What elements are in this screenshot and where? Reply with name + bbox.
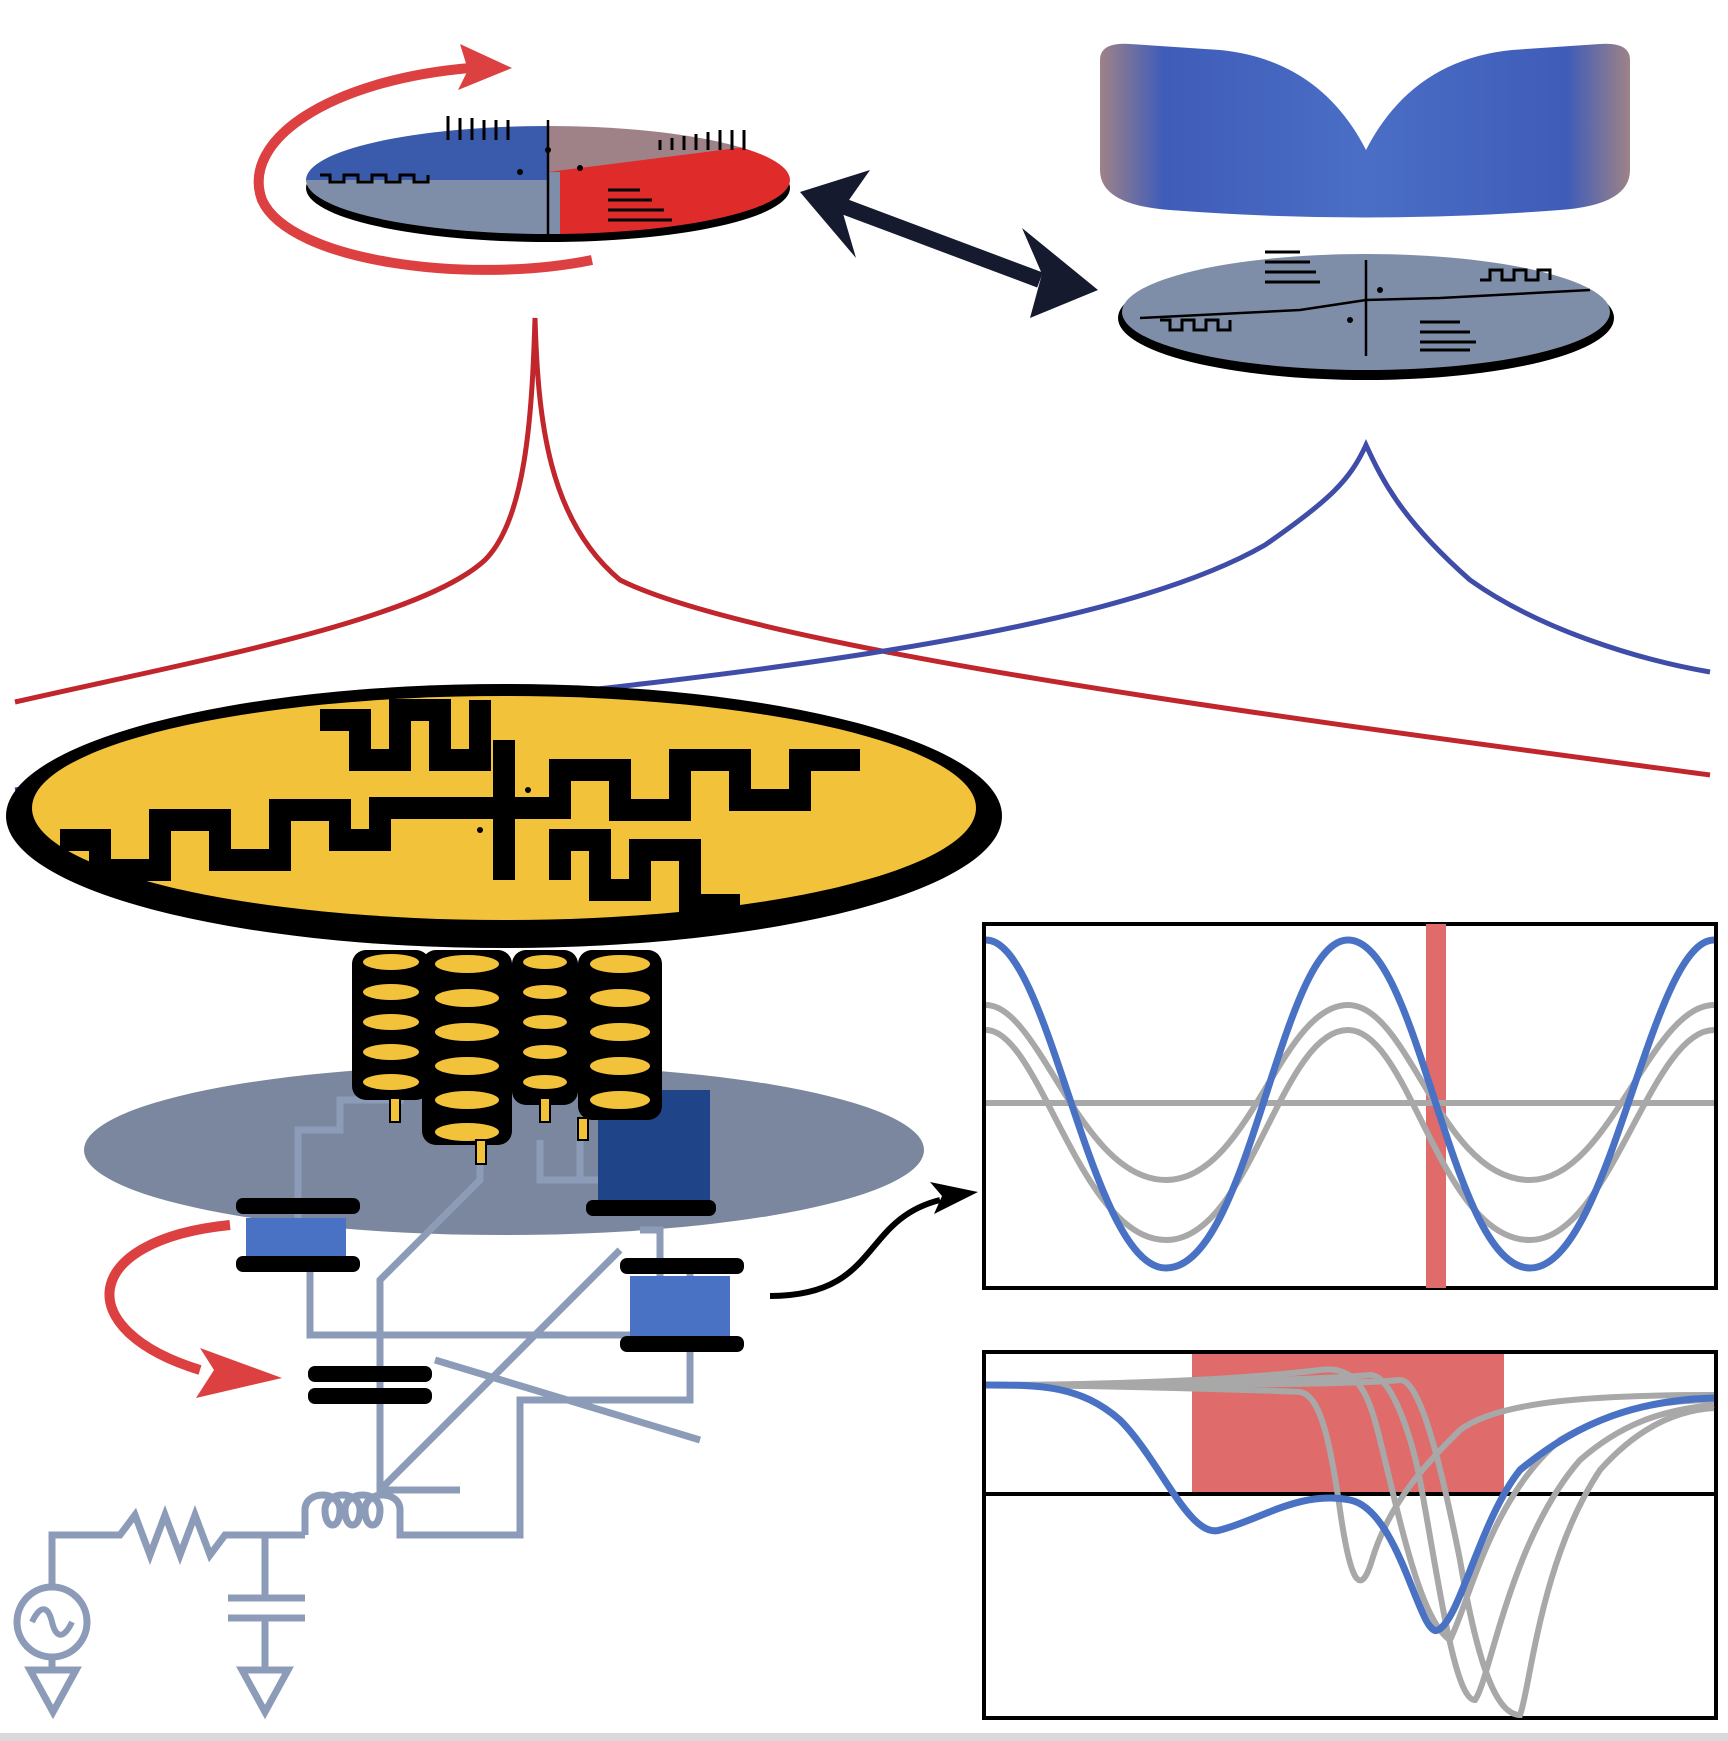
inductor-coils (352, 950, 662, 1165)
coil-3 (512, 950, 578, 1123)
capacitor-mid (308, 1366, 432, 1404)
bottom-border-strip (0, 1733, 1728, 1741)
bidirectional-arrow (800, 170, 1098, 318)
ac-source-icon (13, 1583, 91, 1661)
sine-response-panel (982, 922, 1718, 1290)
coil-2 (422, 950, 512, 1165)
coil-1 (352, 950, 430, 1123)
capacitor-right-bottom (620, 1258, 744, 1352)
coil-4 (577, 950, 662, 1141)
ground-icon (24, 1666, 294, 1720)
transmission-dip-panel (982, 1350, 1718, 1720)
coupling-arrow (104, 1220, 282, 1398)
split-mode-disk (306, 116, 790, 242)
gold-resonator-disk (6, 684, 1002, 948)
capacitor-left (236, 1198, 360, 1272)
degenerate-mode-disk (1118, 250, 1614, 380)
output-arrow (769, 1182, 978, 1299)
mode-shape-surface (1100, 43, 1630, 218)
red-resonance-peak (14, 317, 1711, 778)
rotation-arrow (253, 44, 594, 275)
base-plate (84, 1065, 924, 1235)
